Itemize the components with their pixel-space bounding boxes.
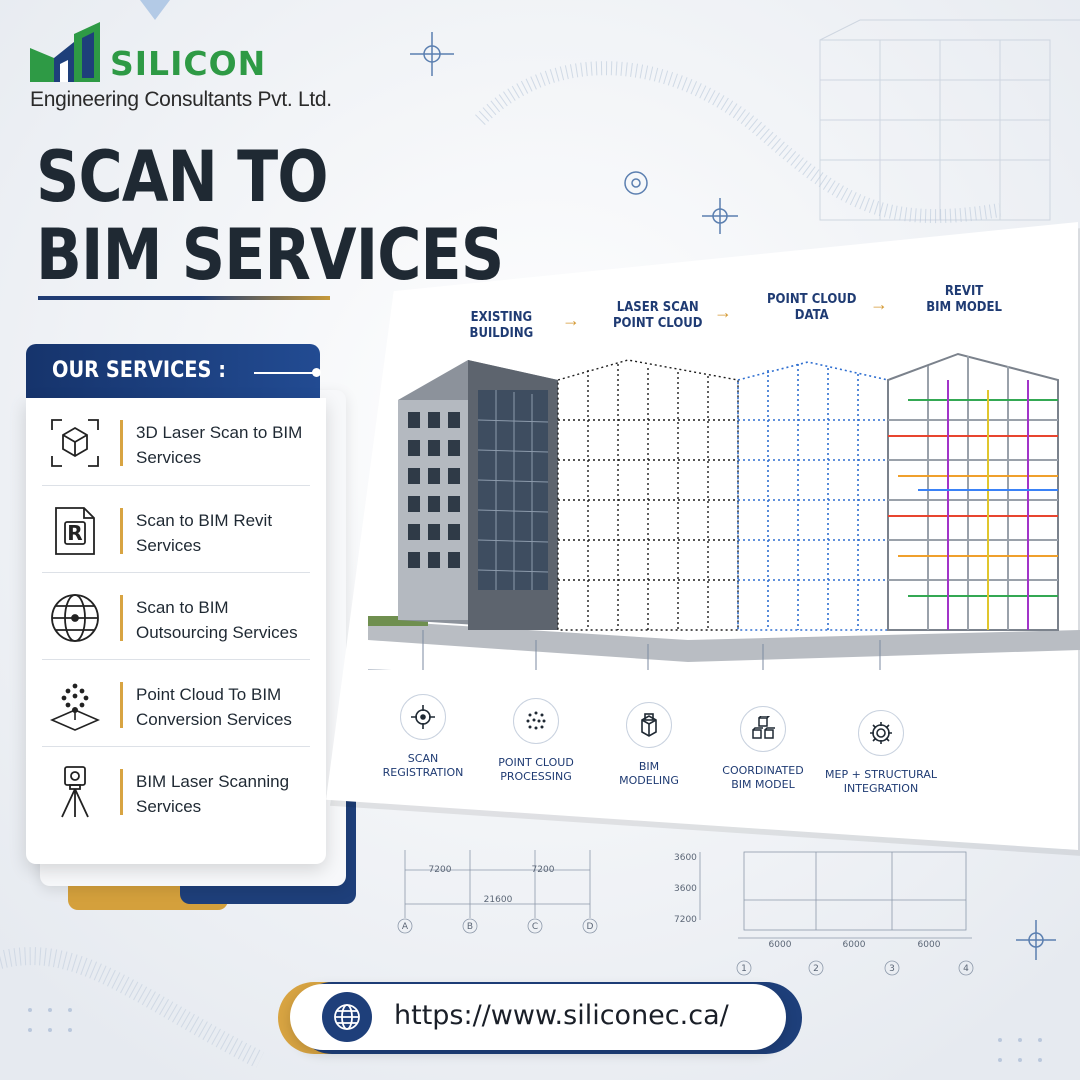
header-dot <box>312 368 321 377</box>
stage-line: DATA <box>794 308 829 323</box>
arrow-right-icon: → <box>562 310 580 330</box>
step-label: BIM MODELING <box>619 760 679 788</box>
stacked-cubes-icon <box>752 716 775 739</box>
page-title: SCAN TO BIM SERVICES <box>36 136 504 296</box>
grid-label: 2 <box>813 964 819 974</box>
service-item: BIM Laser Scanning Services <box>42 746 310 833</box>
step-line: MEP + STRUCTURAL <box>825 768 937 781</box>
blueprint-dim: 6000 <box>843 940 866 950</box>
item-divider <box>120 682 123 728</box>
services-list: 3D Laser Scan to BIM Services R Scan to … <box>26 398 326 864</box>
grid-label: 3 <box>889 964 895 974</box>
globe-icon <box>51 594 99 642</box>
stage-line: BUILDING <box>469 326 534 341</box>
building-block-icon <box>641 713 657 737</box>
step-line: POINT CLOUD <box>498 756 574 769</box>
arrow-right-icon: → <box>870 294 888 314</box>
step-label: POINT CLOUD PROCESSING <box>498 756 574 784</box>
point-cloud-icon <box>49 683 101 731</box>
item-divider <box>120 508 123 554</box>
step-point-cloud-processing <box>513 698 559 744</box>
point-cloud-building <box>557 359 739 631</box>
item-divider <box>120 769 123 815</box>
blueprint-dim: 21600 <box>484 895 513 905</box>
dots-grid-icon <box>526 711 546 730</box>
stage-label-existing-building: EXISTING BUILDING <box>470 310 534 342</box>
stage-label-laser-scan: LASER SCAN POINT CLOUD <box>613 300 703 332</box>
step-line: COORDINATED <box>722 764 804 777</box>
website-link[interactable]: https://www.siliconec.ca/ <box>290 984 786 1050</box>
service-item: Scan to BIM Outsourcing Services <box>42 572 310 659</box>
arrow-right-icon: → <box>714 302 732 322</box>
globe-icon <box>322 992 372 1042</box>
step-line: INTEGRATION <box>843 782 919 795</box>
services-header: OUR SERVICES : <box>26 344 321 408</box>
blueprint-dim: 7200 <box>532 865 555 875</box>
service-label: BIM Laser Scanning Services <box>136 772 290 816</box>
title-line-2: BIM SERVICES <box>36 214 504 296</box>
service-item: R Scan to BIM Revit Services <box>42 485 310 572</box>
grid-label: 4 <box>963 964 969 974</box>
grid-label: D <box>587 922 594 932</box>
item-divider <box>120 420 123 466</box>
step-bim-modeling <box>626 702 672 748</box>
stage-line: POINT CLOUD <box>766 292 857 307</box>
stage-line: EXISTING <box>470 310 533 325</box>
title-underline <box>38 296 330 300</box>
grid-label: 1 <box>741 964 747 974</box>
scan-to-bim-illustration <box>368 352 1080 670</box>
stage-line: BIM MODEL <box>926 300 1002 315</box>
grid-label: A <box>402 922 409 932</box>
blueprint-dim: 6000 <box>769 940 792 950</box>
service-item: 3D Laser Scan to BIM Services <box>42 398 310 485</box>
blueprint-dim: 6000 <box>918 940 941 950</box>
service-label: Point Cloud To BIM Conversion Services <box>136 685 292 729</box>
blueprint-dim: 3600 <box>674 853 697 863</box>
logo-subtitle: Engineering Consultants Pvt. Ltd. <box>30 88 332 111</box>
grid-label: C <box>532 922 538 932</box>
gear-icon <box>870 722 892 744</box>
service-label: Scan to BIM Revit Services <box>136 511 273 555</box>
step-line: BIM <box>638 760 660 773</box>
crosshair-icon <box>411 705 435 729</box>
existing-building <box>398 360 558 630</box>
item-divider <box>120 595 123 641</box>
blueprint-dim: 3600 <box>674 884 697 894</box>
revit-file-icon: R <box>55 507 95 555</box>
logo-wordmark: SILICON <box>110 44 267 83</box>
point-cloud-data-building <box>737 361 889 631</box>
step-label: COORDINATED BIM MODEL <box>722 764 803 792</box>
svg-text:R: R <box>67 521 82 545</box>
step-line: MODELING <box>619 774 679 787</box>
step-line: PROCESSING <box>500 770 572 783</box>
step-label: SCAN REGISTRATION <box>383 752 464 780</box>
website-url[interactable]: https://www.siliconec.ca/ <box>394 1000 729 1031</box>
stage-line: LASER SCAN <box>616 300 699 315</box>
service-label: Scan to BIM Outsourcing Services <box>136 598 298 642</box>
service-item: Point Cloud To BIM Conversion Services <box>42 659 310 746</box>
step-scan-registration <box>400 694 446 740</box>
laser-scan-cube-icon <box>51 419 99 467</box>
blueprint-dim: 7200 <box>674 915 697 925</box>
stage-label-revit: REVIT BIM MODEL <box>926 284 1002 316</box>
step-label: MEP + STRUCTURAL INTEGRATION <box>825 768 937 796</box>
laser-scanner-tripod-icon <box>61 766 89 818</box>
service-label: 3D Laser Scan to BIM Services <box>136 423 303 467</box>
logo-mark-icon <box>30 22 100 82</box>
services-title: OUR SERVICES : <box>52 358 226 383</box>
grid-label: B <box>467 922 473 932</box>
header-line <box>254 372 316 374</box>
step-line: SCAN <box>407 752 439 765</box>
stage-line: REVIT <box>944 284 984 299</box>
blueprint-dim: 7200 <box>429 865 452 875</box>
stage-line: POINT CLOUD <box>612 316 703 331</box>
stage-label-point-cloud: POINT CLOUD DATA <box>767 292 857 324</box>
step-mep-structural-integration <box>858 710 904 756</box>
floor-plan-drawing: 7200 7200 21600 A B C D 3600 3600 7200 6… <box>397 850 974 976</box>
step-line: BIM MODEL <box>731 778 795 791</box>
revit-bim-model <box>887 352 1059 631</box>
step-coordinated-bim-model <box>740 706 786 752</box>
step-line: REGISTRATION <box>382 766 464 779</box>
title-line-1: SCAN TO <box>36 136 329 218</box>
